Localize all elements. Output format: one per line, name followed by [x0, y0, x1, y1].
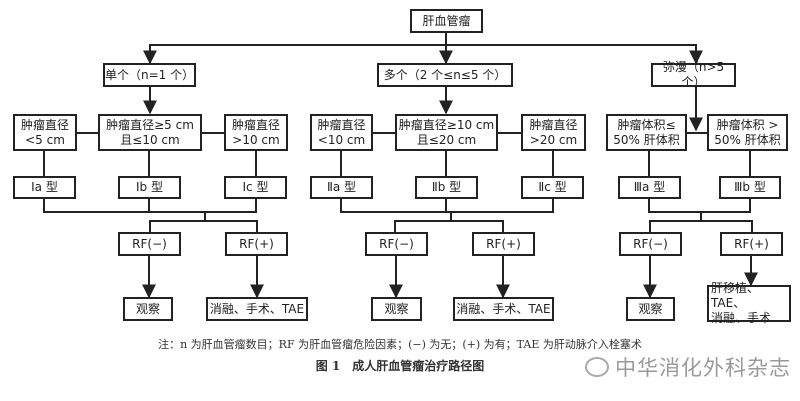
treatment-node: 消融、手术、TAE: [453, 297, 554, 321]
rf-positive-node: RF(+): [472, 232, 535, 256]
criteria-node: 肿瘤直径≥5 cm 且≤10 cm: [98, 114, 202, 151]
criteria-node: 肿瘤直径 <5 cm: [13, 114, 77, 151]
node-multiple: 多个（2 个≤n≤5 个）: [377, 63, 513, 87]
criteria-node: 肿瘤体积 > 50% 肝体积: [707, 114, 788, 151]
criteria-node: 肿瘤直径 >20 cm: [521, 114, 586, 151]
treatment-node: 观察: [123, 297, 173, 321]
treatment-node: 观察: [371, 297, 422, 321]
rf-negative-node: RF(−): [118, 232, 181, 256]
figure-title: 图 1 成人肝血管瘤治疗路径图: [315, 359, 485, 373]
treatment-node: 肝移植、TAE、 消融、手术: [707, 281, 791, 325]
type-node: Ⅱa 型: [310, 176, 373, 199]
type-node: Ⅰa 型: [13, 176, 76, 199]
criteria-node: 肿瘤直径 <10 cm: [310, 114, 373, 151]
criteria-node: 肿瘤直径≥10 cm 且≤20 cm: [395, 114, 498, 151]
figure-note: 注：n 为肝血管瘤数目；RF 为肝血管瘤危险因素；(−) 为无；(+) 为有；T…: [158, 338, 642, 351]
type-node: Ⅱb 型: [415, 176, 478, 199]
watermark: 中华消化外科杂志: [585, 352, 791, 382]
watermark-text: 中华消化外科杂志: [615, 356, 791, 380]
rf-negative-node: RF(−): [619, 232, 682, 256]
wechat-icon: [585, 357, 609, 377]
type-node: Ⅲa 型: [618, 176, 681, 199]
type-node: Ⅰb 型: [118, 176, 181, 199]
criteria-node: 肿瘤体积≤ 50% 肝体积: [606, 114, 687, 151]
treatment-node: 消融、手术、TAE: [206, 297, 308, 321]
node-diffuse: 弥漫（n>5 个）: [651, 60, 736, 89]
rf-positive-node: RF(+): [225, 232, 288, 256]
type-node: Ⅱc 型: [521, 176, 584, 199]
node-single: 单个（n=1 个）: [103, 63, 196, 87]
group2-merge: [340, 198, 554, 233]
root-node: 肝血管瘤: [410, 9, 483, 33]
rf-positive-node: RF(+): [720, 232, 783, 256]
type-node: Ⅲb 型: [719, 176, 781, 199]
criteria-node: 肿瘤直径 >10 cm: [224, 114, 288, 151]
group3-merge: [648, 198, 753, 233]
treatment-node: 观察: [626, 297, 675, 321]
type-node: Ⅰc 型: [224, 176, 287, 199]
group1-merge: [43, 198, 258, 233]
rf-negative-node: RF(−): [365, 232, 428, 256]
